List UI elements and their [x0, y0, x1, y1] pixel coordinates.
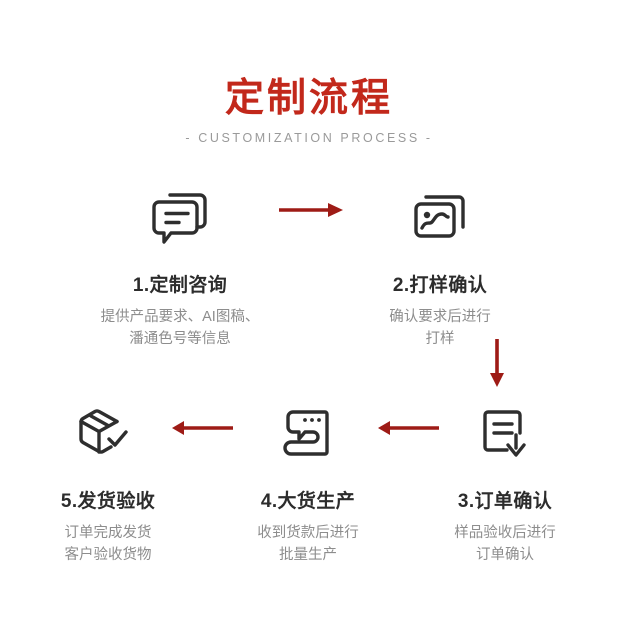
image-stack-icon	[340, 182, 540, 254]
page-title: 定制流程	[224, 77, 393, 120]
page-subtitle: - CUSTOMIZATION PROCESS -	[185, 130, 433, 145]
step-4-card: 4.大货生产 收到货款后进行 批量生产	[208, 398, 408, 567]
step-3-card: 3.订单确认 样品验收后进行 订单确认	[405, 398, 605, 567]
step-5-description: 订单完成发货 客户验收货物	[64, 525, 152, 564]
step-2-card: 2.打样确认 确认要求后进行 打样	[340, 182, 540, 351]
step-1-title: 1.定制咨询	[132, 275, 228, 296]
step-5-title: 5.发货验收	[60, 491, 156, 512]
document-download-icon	[405, 398, 605, 470]
arrow-step2-to-step3	[487, 338, 507, 388]
step-5-card: 5.发货验收 订单完成发货 客户验收货物	[8, 398, 208, 567]
arrow-step3-to-step4	[378, 418, 440, 438]
chat-bubbles-icon	[80, 182, 280, 254]
step-4-description: 收到货款后进行 批量生产	[257, 525, 359, 564]
header: 定制流程 - CUSTOMIZATION PROCESS -	[0, 77, 618, 145]
package-check-icon	[8, 398, 208, 470]
step-3-title: 3.订单确认	[457, 491, 553, 512]
step-1-description: 提供产品要求、AI图稿、 潘通色号等信息	[100, 309, 260, 348]
arrow-step4-to-step5	[172, 418, 234, 438]
step-2-description: 确认要求后进行 打样	[389, 309, 491, 348]
step-1-card: 1.定制咨询 提供产品要求、AI图稿、 潘通色号等信息	[80, 182, 280, 351]
step-3-description: 样品验收后进行 订单确认	[454, 525, 556, 564]
arrow-step1-to-step2	[278, 200, 344, 220]
sewing-machine-icon	[208, 398, 408, 470]
step-4-title: 4.大货生产	[260, 491, 356, 512]
step-2-title: 2.打样确认	[392, 275, 488, 296]
